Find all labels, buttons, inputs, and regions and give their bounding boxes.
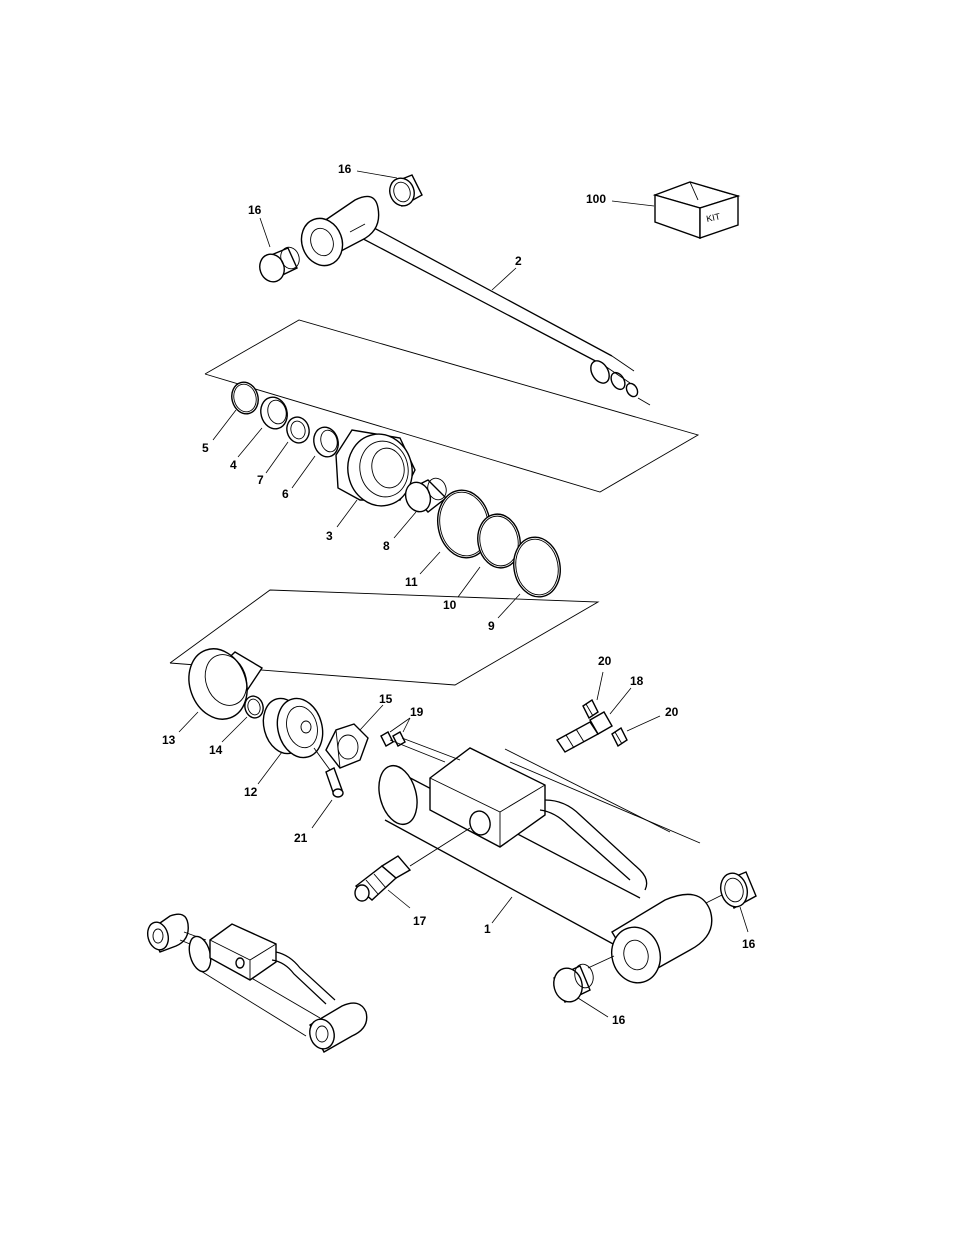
seal-5 [231, 381, 259, 415]
callout-6: 6 [282, 487, 289, 501]
seal-4 [260, 396, 288, 430]
leader-16a [356, 170, 398, 179]
callout-13: 13 [162, 733, 176, 747]
valve-17 [354, 827, 471, 902]
seal-14 [244, 695, 264, 719]
callout-10: 10 [443, 598, 457, 612]
seal-7 [286, 416, 310, 444]
assembled-cylinder-view [146, 913, 368, 1053]
leader-1 [491, 896, 513, 924]
callout-1: 1 [484, 922, 491, 936]
seal-6 [313, 426, 339, 458]
fitting-18 [555, 711, 613, 753]
callout-4: 4 [230, 458, 237, 472]
o-ring-9 [513, 536, 561, 598]
screws-19 [380, 731, 461, 763]
leader-100 [611, 200, 655, 207]
bushing-16-top-right [389, 174, 423, 207]
callout-16c: 16 [742, 937, 756, 951]
callout-20a: 20 [598, 654, 612, 668]
leader-16b [259, 217, 271, 248]
kit-box: KIT [652, 181, 741, 239]
setscrew-21 [325, 767, 344, 798]
callout-5: 5 [202, 441, 209, 455]
plug-20-right [611, 726, 628, 748]
o-ring-10 [477, 513, 521, 569]
plug-20-left [582, 698, 599, 720]
callout-20b: 20 [665, 705, 679, 719]
callout-16b: 16 [248, 203, 262, 217]
cylinder-barrel-1 [378, 747, 713, 984]
callout-21: 21 [294, 831, 308, 845]
rod-assembly [300, 195, 639, 398]
callout-11: 11 [405, 575, 418, 589]
callout-12: 12 [244, 785, 258, 799]
callout-18: 18 [630, 674, 644, 688]
callout-14: 14 [209, 743, 223, 757]
callout-9: 9 [488, 619, 495, 633]
callout-16a: 16 [338, 162, 352, 176]
assembly-plane-upper [204, 319, 700, 493]
callout-3: 3 [326, 529, 333, 543]
wear-ring-8 [404, 477, 448, 513]
callout-2: 2 [515, 254, 522, 268]
callout-17: 17 [413, 914, 427, 928]
leader-2 [491, 267, 517, 291]
piston-13 [188, 648, 263, 720]
bushing-16-lower-right [719, 871, 757, 909]
callout-16d: 16 [612, 1013, 626, 1027]
cylinder-head-3 [335, 429, 416, 507]
callout-19: 19 [410, 705, 424, 719]
piston-12 [262, 697, 324, 759]
bushing-16-top-left [259, 246, 300, 283]
assembly-plane-lower [169, 589, 600, 686]
bushing-16-lower-left [553, 963, 594, 1003]
nut-15 [325, 723, 369, 769]
callout-100: 100 [586, 192, 606, 206]
kit-label: KIT [705, 211, 721, 224]
callout-15: 15 [379, 692, 393, 706]
callout-7: 7 [257, 473, 264, 487]
callout-8: 8 [383, 539, 390, 553]
